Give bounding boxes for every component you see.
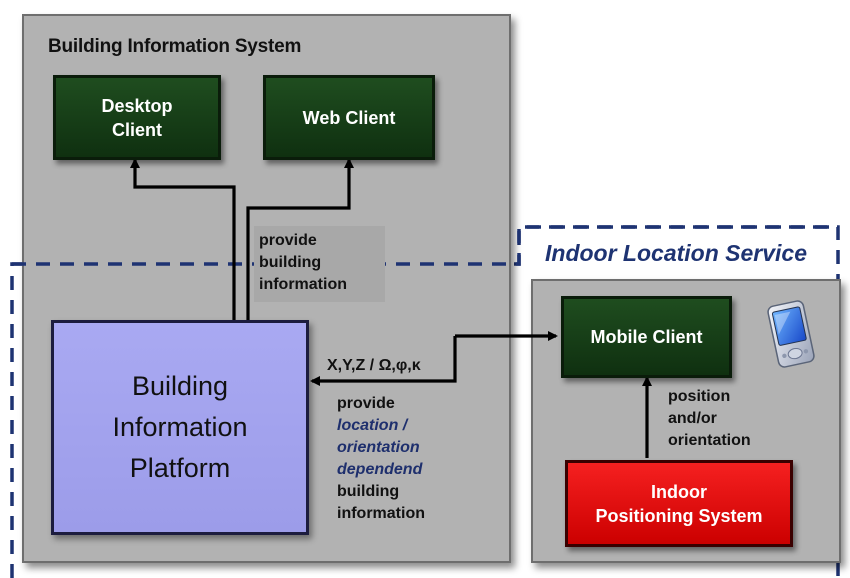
desktop-client-box: Desktop Client xyxy=(53,75,221,160)
pda-icon xyxy=(767,300,815,368)
desktop-client-label-2: Client xyxy=(111,119,162,140)
arrow-to-desktop-client xyxy=(130,158,236,322)
arrow-to-web-client xyxy=(246,158,354,322)
note-line: building xyxy=(337,483,400,500)
platform-label-3: Platform xyxy=(129,453,231,483)
web-client-box: Web Client xyxy=(263,75,435,160)
web-client-label: Web Client xyxy=(302,107,396,128)
note-line: orientation xyxy=(668,432,751,449)
note-line-emphasis: location / xyxy=(337,417,408,434)
mobile-client-label: Mobile Client xyxy=(590,327,703,347)
note-line: building xyxy=(259,254,322,271)
provide-building-info-note: provide building information xyxy=(254,226,385,302)
position-note: position and/or orientation xyxy=(668,386,751,452)
ils-title: Indoor Location Service xyxy=(545,240,807,266)
note-line: position xyxy=(668,388,731,405)
note-line-emphasis: orientation xyxy=(337,439,420,456)
building-information-platform-box: Building Information Platform xyxy=(51,320,309,535)
note-line-emphasis: dependend xyxy=(337,461,423,478)
note-line: provide xyxy=(259,232,317,249)
platform-label-1: Building xyxy=(131,371,229,401)
coordinates-label: X,Y,Z / Ω,φ,κ xyxy=(327,357,421,374)
desktop-client-label-1: Desktop xyxy=(101,95,173,116)
ips-label-1: Indoor xyxy=(651,481,707,502)
platform-label-2: Information xyxy=(112,412,248,442)
note-line: provide xyxy=(337,395,395,412)
note-line: information xyxy=(259,276,347,293)
indoor-positioning-system-box: Indoor Positioning System xyxy=(565,460,793,547)
mobile-client-box: Mobile Client xyxy=(561,296,732,378)
arrow-to-platform xyxy=(310,336,457,386)
bis-panel-title: Building Information System xyxy=(48,36,302,57)
note-line: information xyxy=(337,505,425,522)
provide-location-note: provide location / orientation dependend… xyxy=(337,393,425,525)
note-line: and/or xyxy=(668,410,717,427)
ips-label-2: Positioning System xyxy=(595,505,763,526)
